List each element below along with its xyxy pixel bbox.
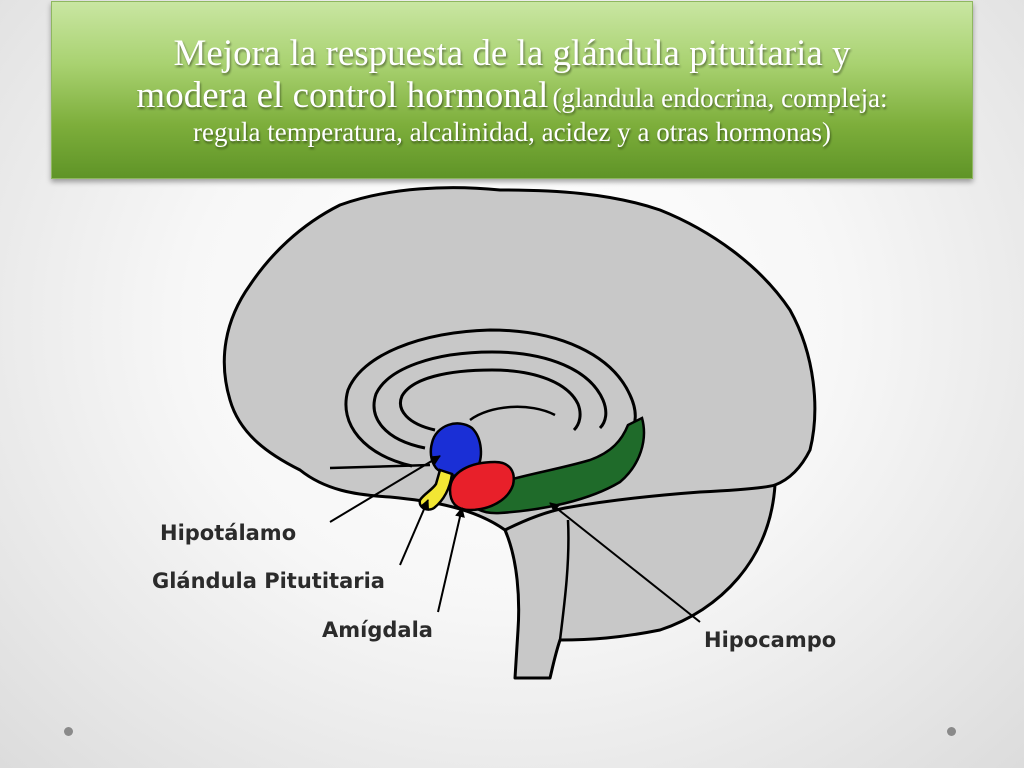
label-hipocampo: Hipocampo [704,628,836,652]
title-line-2-detail: (glandula endocrina, compleja: [552,82,888,113]
decorative-dot-left [64,727,73,736]
title-banner: Mejora la respuesta de la glándula pitui… [51,1,973,179]
corpus-callosum-outer [344,328,637,468]
brain-outline [222,186,817,680]
arrow-hipotalamo [329,455,441,523]
label-hipotalamo: Hipotálamo [160,521,296,545]
arrow-hipocampo [549,502,701,623]
brainstem-edge [558,519,570,641]
label-pituitaria: Glándula Pitutitaria [152,569,385,593]
cerebellum-edge [504,483,776,532]
corpus-callosum-inner [399,368,582,432]
anterior-commissure [329,463,431,470]
label-amigdala: Amígdala [322,618,433,642]
title-line-3: regula temperatura, alcalinidad, acidez … [193,116,831,147]
corpus-callosum-core [469,405,556,422]
arrow-pituitaria [399,499,430,566]
title-line-2: modera el control hormonal (glandula end… [136,75,887,117]
title-line-1: Mejora la respuesta de la glándula pitui… [173,32,851,74]
title-line-2-main: modera el control hormonal [136,74,549,116]
decorative-dot-right [947,727,956,736]
arrow-amigdala [437,507,465,613]
corpus-callosum-mid [372,350,608,450]
